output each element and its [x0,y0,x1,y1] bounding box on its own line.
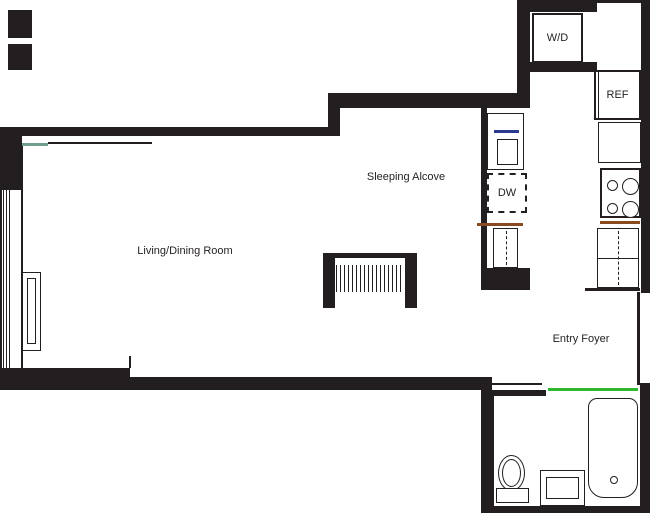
wall-notch-line [129,356,131,368]
living-dining-label: Living/Dining Room [137,245,233,257]
wall-left-upper [0,127,22,190]
entry-foyer-label: Entry Foyer [552,333,610,345]
wall-bath-bottom [481,506,650,513]
wall-wd-bottom [517,62,597,72]
cabinet-dash-line [618,231,619,285]
bench-top-bar [323,253,417,258]
west-cabinet [493,228,518,268]
bench-left-leg [323,256,335,308]
window-inner-line [21,143,23,370]
wall-bath-top [484,390,546,396]
fridge-door-line [598,72,599,118]
toilet [496,455,529,503]
sleeping-alcove-label: Sleeping Alcove [366,171,446,183]
bench-slats [336,265,404,292]
window-line-1 [0,190,2,368]
wall-kitchen-west [481,108,487,268]
wall-top-left-column-b [8,44,32,70]
cooktop [600,168,641,218]
dishwasher-label: DW [497,187,517,199]
counter-end-line [585,288,640,291]
wall-kitchen-west-end [481,268,530,290]
toilet-bowl-inner [502,459,521,487]
wall-top-edge [597,0,650,3]
washer-dryer-box: W/D [532,13,583,63]
burner-large-bottom [622,201,639,218]
east-cabinet [597,228,639,288]
fridge-box: REF [594,70,641,120]
fridge-label: REF [606,89,629,101]
counter-edge-west [477,223,523,226]
wall-alcove-step [328,108,340,136]
burner-small-bottom [607,203,618,214]
dishwasher-box: DW [487,173,527,213]
bathtub [588,398,638,498]
window-line-2 [3,190,4,368]
wall-wd-top [517,0,597,12]
washer-dryer-label: W/D [546,32,569,44]
bathtub-drain [610,476,618,484]
kitchen-counter [598,122,641,163]
wall-wd-left [517,0,530,108]
kitchen-sink [487,113,524,170]
wall-bottom-left [0,368,130,390]
bench [323,253,417,308]
window-line-3 [6,190,7,368]
burner-large-top [622,178,639,195]
burner-small-top [607,180,618,191]
sink-basin [497,139,518,165]
closet-shelf-line [48,142,152,144]
wall-bath-right [640,383,650,513]
entry-door-marker [548,388,638,391]
wall-bottom-main [130,377,492,390]
wall-living-top [0,127,340,136]
bench-right-leg [405,256,417,308]
faucet-line [494,130,519,133]
vanity-sink [540,470,585,506]
west-cabinet-dash-line [506,231,507,265]
radiator [22,272,41,351]
wall-top-left-column-a [8,10,32,38]
counter-edge-east [600,221,640,224]
entry-door-jamb-line [637,292,640,385]
wall-right-exterior [641,0,650,293]
wall-foyer-left [481,390,494,513]
window-sill-accent [22,143,48,146]
radiator-inner [27,278,36,344]
vanity-basin [546,477,579,499]
bath-door-leaf-line [490,383,542,385]
window-line-4 [9,190,10,368]
toilet-base [496,488,529,503]
wall-alcove-top [328,93,517,108]
